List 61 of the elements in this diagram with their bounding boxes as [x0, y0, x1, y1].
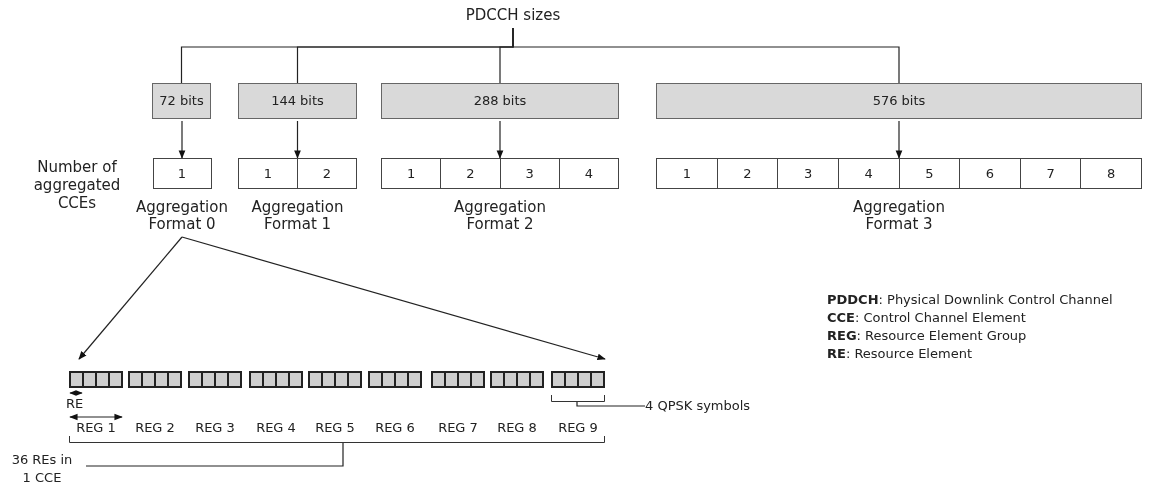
reg-label: REG 3	[194, 420, 236, 436]
bracket	[551, 395, 605, 402]
cce-cell: 1	[657, 159, 717, 188]
reg-label: REG 4	[255, 420, 297, 436]
dimension-label: RE	[66, 396, 85, 412]
connector-line	[85, 442, 344, 467]
cce-cell: 1	[153, 159, 211, 188]
abbreviation-note: REG: Resource Element Group	[827, 328, 1028, 344]
reg-block	[69, 371, 123, 388]
cce-cell: 2	[297, 159, 356, 188]
axis-label: Number of aggregated CCEs	[32, 158, 122, 212]
cce-cell: 4	[558, 159, 618, 188]
cce-cell: 6	[959, 159, 1020, 188]
arrow	[294, 120, 301, 159]
cce-cell: 8	[1080, 159, 1141, 188]
aggregation-format-caption: Aggregation Format 3	[852, 199, 946, 233]
reg-label: REG 8	[496, 420, 538, 436]
cce-cell: 3	[499, 159, 559, 188]
connector-line	[512, 27, 900, 84]
cce-cell: 5	[898, 159, 960, 188]
arrow	[895, 120, 903, 159]
reg-label: REG 6	[374, 420, 416, 436]
aggregation-format-caption: Aggregation Format 2	[453, 199, 547, 233]
reg-block	[551, 371, 605, 388]
abbreviation-note: CCE: Control Channel Element	[827, 310, 1027, 326]
tree-root-label: PDCCH sizes	[443, 6, 583, 28]
pdcch-size-box: 72 bits	[152, 83, 211, 119]
cce-cell: 2	[440, 159, 500, 188]
reg-block	[188, 371, 242, 388]
aggregation-format-caption: Aggregation Format 1	[250, 199, 345, 233]
arrow	[496, 120, 504, 159]
pdcch-size-box: 576 bits	[656, 83, 1142, 119]
abbreviation-note: RE: Resource Element	[827, 346, 973, 362]
reg-label: REG 2	[134, 420, 176, 436]
pdcch-size-box: 144 bits	[238, 83, 357, 119]
arrow	[78, 236, 183, 360]
reg-block	[368, 371, 422, 388]
annotation-text: 4 QPSK symbols	[645, 397, 775, 417]
cce-cell: 1	[239, 159, 297, 188]
reg-label: REG 9	[557, 420, 599, 436]
reg-block	[431, 371, 485, 388]
reg-block	[128, 371, 182, 388]
reg-block	[249, 371, 303, 388]
arrow	[181, 236, 606, 361]
cce-cell: 4	[837, 159, 899, 188]
reg-block	[308, 371, 362, 388]
reg-label: REG 1	[75, 420, 117, 436]
reg-label: REG 7	[437, 420, 479, 436]
bracket	[69, 436, 605, 443]
reg-label: REG 5	[314, 420, 356, 436]
reg-block	[490, 371, 544, 388]
arrow	[178, 120, 186, 159]
pdcch-size-box: 288 bits	[381, 83, 619, 119]
abbreviation-note: PDDCH: Physical Downlink Control Channel	[827, 292, 1114, 308]
aggregation-format-caption: Aggregation Format 0	[135, 199, 229, 233]
connector-line	[576, 401, 646, 407]
cce-cell: 1	[382, 159, 441, 188]
cce-cell: 7	[1019, 159, 1081, 188]
cce-cell: 2	[716, 159, 778, 188]
cce-cell: 3	[777, 159, 838, 188]
annotation-text: 36 REs in 1 CCE	[8, 451, 76, 487]
